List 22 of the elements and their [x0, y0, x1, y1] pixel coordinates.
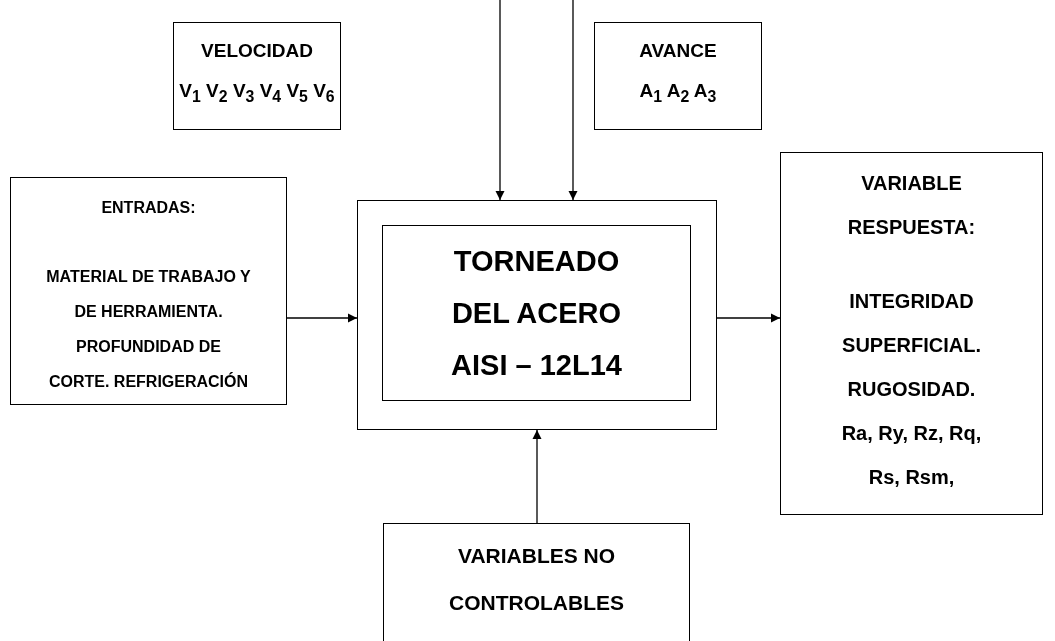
body-text: INTEGRIDAD SUPERFICIAL. RUGOSIDAD. Ra, Ry, Rz, Rq, Rs, Rsm, — [841, 289, 982, 490]
body-text: MATERIAL DE TRABAJO Y DE HERRAMIENTA. PROFUNDIDAD DE CORTE. REFRIGERACIÓN — [46, 267, 251, 392]
output-box — [780, 152, 1043, 515]
heading: ENTRADAS: — [101, 198, 196, 218]
process-frame — [357, 200, 717, 430]
arrow — [495, 0, 505, 201]
value-list: A$_{1}$ A$_{2}$ A$_{3}$ — [639, 71, 717, 117]
value-list: V$_{1}$ V$_{2}$ V$_{3}$ V$_{4}$ V$_{5}$ V$_{6}$ — [179, 71, 335, 117]
input-box — [594, 22, 762, 130]
input-box — [173, 22, 341, 130]
arrow — [716, 313, 781, 323]
heading: AVANCE — [639, 39, 717, 63]
arrow — [286, 313, 358, 323]
heading: VELOCIDAD — [201, 39, 313, 63]
heading: VARIABLE RESPUESTA: — [846, 171, 977, 240]
process-box — [382, 225, 691, 401]
title-text: TORNEADO DEL ACERO AISI – 12L14 — [450, 244, 623, 383]
input-box — [383, 523, 690, 641]
body-text: VARIABLES NO CONTROLABLES — [448, 543, 625, 616]
input-box — [10, 177, 287, 405]
arrow — [532, 429, 542, 524]
arrow — [568, 0, 578, 201]
